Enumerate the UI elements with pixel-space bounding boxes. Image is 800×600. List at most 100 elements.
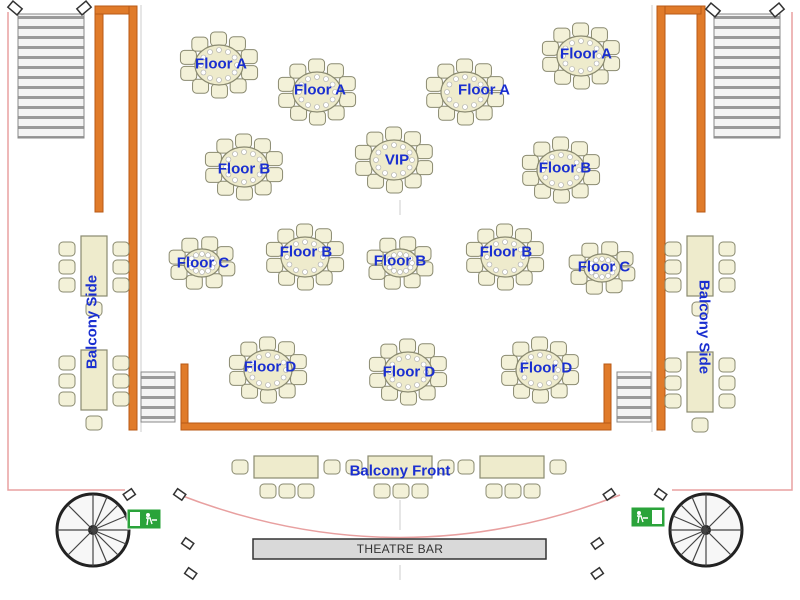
place-setting: [599, 274, 605, 280]
place-setting: [241, 149, 247, 155]
round-table[interactable]: [179, 31, 259, 99]
place-setting: [400, 144, 406, 150]
round-table[interactable]: [228, 336, 308, 404]
place-setting: [225, 156, 232, 163]
place-setting: [284, 254, 290, 260]
round-table[interactable]: [168, 236, 236, 290]
table-top: [480, 236, 530, 278]
chair: [486, 76, 504, 92]
place-setting: [406, 149, 413, 156]
chair: [289, 354, 307, 370]
place-setting: [283, 367, 289, 373]
rect-table[interactable]: [664, 351, 736, 433]
round-table[interactable]: [368, 338, 448, 406]
chair: [58, 259, 76, 275]
chair: [465, 241, 483, 257]
place-setting: [305, 102, 311, 108]
rect-table[interactable]: [58, 235, 130, 317]
place-setting: [265, 352, 271, 358]
place-setting: [193, 252, 199, 259]
place-setting: [471, 102, 477, 108]
place-setting: [549, 180, 555, 186]
place-setting: [329, 81, 336, 88]
chair: [616, 251, 634, 267]
chair: [278, 483, 296, 499]
chair: [296, 223, 314, 239]
place-setting: [298, 81, 305, 88]
rect-table[interactable]: [664, 235, 736, 317]
table-top: [515, 349, 565, 391]
chair: [326, 241, 344, 257]
rect-table[interactable]: [231, 455, 341, 499]
place-setting: [298, 96, 305, 103]
place-setting: [528, 354, 534, 360]
place-setting: [573, 174, 580, 181]
round-table[interactable]: [425, 58, 505, 126]
round-table[interactable]: [366, 236, 434, 290]
exit-sign-right: [630, 506, 666, 528]
round-table[interactable]: [204, 133, 284, 201]
round-table[interactable]: [521, 136, 601, 204]
chair: [561, 354, 579, 370]
round-table[interactable]: [500, 336, 580, 404]
chair: [366, 249, 384, 265]
place-setting: [593, 60, 600, 67]
chair: [429, 356, 447, 372]
chair: [216, 246, 234, 262]
place-setting: [409, 157, 415, 163]
chair: [297, 483, 315, 499]
place-setting: [520, 254, 526, 260]
chair: [512, 341, 530, 357]
rect-table[interactable]: [58, 349, 130, 431]
chair: [570, 141, 588, 157]
table-top: [280, 236, 330, 278]
round-table[interactable]: [568, 241, 636, 295]
chair: [228, 36, 246, 52]
place-setting: [517, 261, 524, 268]
place-setting: [573, 159, 580, 166]
chair: [418, 385, 436, 401]
chair: [296, 275, 314, 291]
chair: [513, 383, 531, 399]
place-setting: [558, 152, 564, 158]
chair: [552, 188, 570, 204]
place-setting: [199, 251, 205, 257]
chair: [58, 277, 76, 293]
chair: [58, 241, 76, 257]
round-table[interactable]: [541, 22, 621, 90]
place-setting: [256, 354, 262, 360]
chair: [259, 336, 277, 352]
chair: [501, 370, 519, 386]
chair: [112, 277, 130, 293]
rect-table[interactable]: [345, 455, 455, 499]
rect-table[interactable]: [457, 455, 567, 499]
chair: [438, 105, 456, 121]
chair: [112, 391, 130, 407]
place-setting: [296, 89, 302, 95]
round-table[interactable]: [277, 58, 357, 126]
place-setting: [420, 361, 427, 368]
place-setting: [302, 239, 308, 245]
round-table[interactable]: [354, 126, 434, 194]
chair: [541, 40, 559, 56]
chair: [265, 241, 283, 257]
chair: [366, 131, 384, 147]
chair: [85, 301, 103, 317]
place-setting: [293, 267, 299, 273]
chair: [549, 459, 567, 475]
round-table[interactable]: [465, 223, 545, 291]
place-setting: [405, 384, 411, 390]
table-top: [383, 351, 433, 393]
place-setting: [231, 69, 238, 76]
chair: [278, 383, 296, 399]
place-setting: [216, 47, 222, 53]
chair: [618, 266, 636, 282]
place-setting: [511, 267, 517, 273]
round-table[interactable]: [265, 223, 345, 291]
place-setting: [391, 142, 397, 148]
place-setting: [205, 252, 211, 259]
place-setting: [280, 359, 287, 366]
place-setting: [250, 151, 256, 157]
place-setting: [528, 380, 534, 386]
place-setting: [225, 49, 231, 55]
